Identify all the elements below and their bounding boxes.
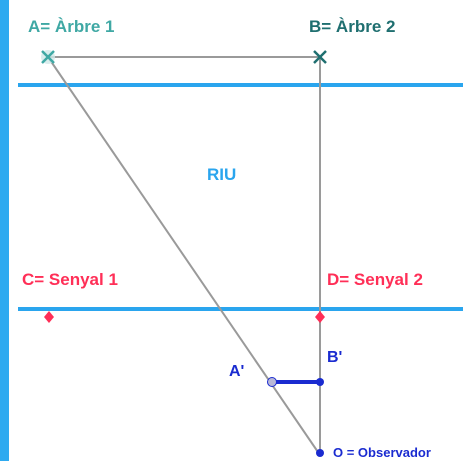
circle-point-icon xyxy=(316,449,324,457)
label-observer: O = Observador xyxy=(333,445,431,460)
label-a-prime: A' xyxy=(229,363,244,380)
label-tree-b: B= Àrbre 2 xyxy=(309,17,395,36)
label-tree-a: A= Àrbre 1 xyxy=(28,17,114,36)
label-b-prime: B' xyxy=(327,349,342,366)
label-signal-c: C= Senyal 1 xyxy=(22,270,118,289)
line-a-to-observer xyxy=(47,56,321,456)
cross-mark-icon xyxy=(41,50,55,64)
diamond-point-icon xyxy=(44,311,54,323)
label-signal-d: D= Senyal 2 xyxy=(327,270,423,289)
circle-point-icon xyxy=(267,377,277,387)
label-river: RIU xyxy=(207,165,236,184)
cross-mark-icon xyxy=(313,50,327,64)
left-frame-bar xyxy=(0,0,9,461)
circle-point-icon xyxy=(316,378,324,386)
diamond-point-icon xyxy=(315,311,325,323)
